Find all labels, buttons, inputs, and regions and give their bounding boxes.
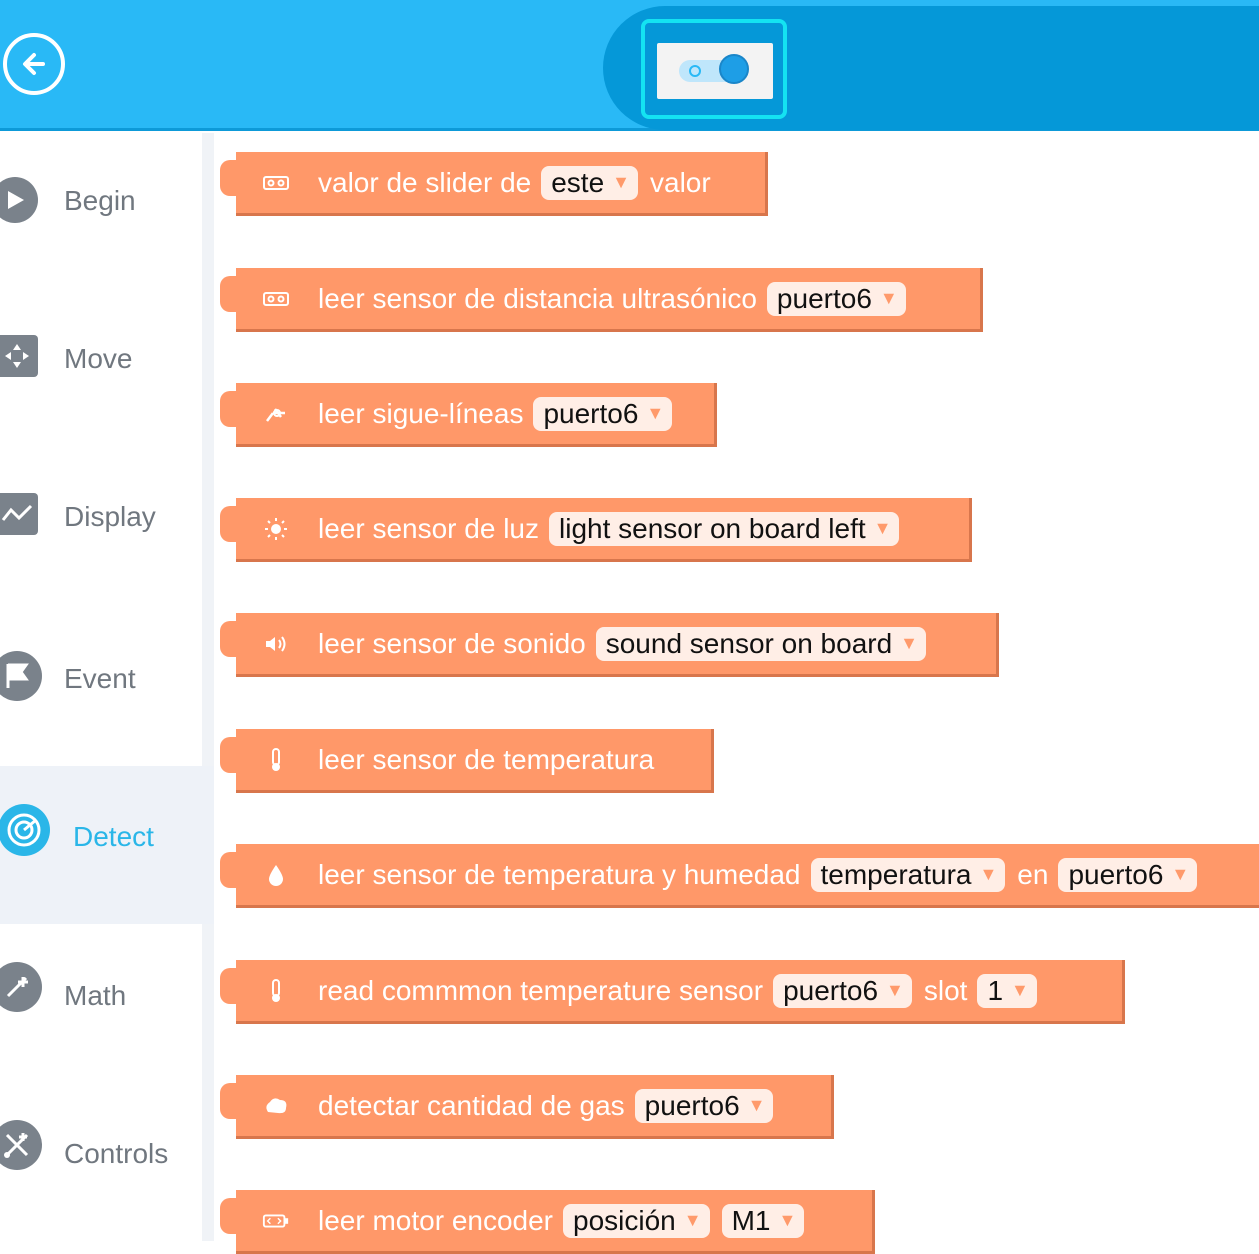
category-label: Move: [64, 343, 133, 374]
slider-dropdown[interactable]: este ▼: [541, 165, 638, 200]
dropdown-value: posición: [573, 1204, 676, 1236]
block-text: leer sensor de temperatura y humedad: [318, 858, 801, 890]
category-move[interactable]: Move: [0, 291, 202, 449]
category-display[interactable]: Display: [0, 449, 202, 607]
controls-icon: [0, 1120, 42, 1170]
dropdown-value: M1: [731, 1204, 771, 1236]
dropdown-value: puerto6: [644, 1089, 740, 1121]
block-light-sensor[interactable]: leer sensor de luz light sensor on board…: [220, 498, 972, 562]
encoder-icon: [262, 1207, 290, 1235]
dropdown-arrow-icon: ▼: [900, 633, 918, 653]
category-math[interactable]: Math: [0, 924, 202, 1082]
flag-icon: [0, 651, 42, 701]
port-dropdown[interactable]: puerto6 ▼: [533, 396, 673, 431]
block-temp-humidity[interactable]: leer sensor de temperatura y humedad tem…: [220, 844, 1259, 908]
block-gas-sensor[interactable]: detectar cantidad de gas puerto6 ▼: [220, 1075, 834, 1139]
sound-sensor-dropdown[interactable]: sound sensor on board ▼: [595, 626, 926, 661]
slot-dropdown[interactable]: 1▼: [977, 973, 1037, 1008]
math-icon: [0, 962, 42, 1012]
dropdown-arrow-icon: ▼: [747, 1095, 766, 1115]
port-dropdown[interactable]: puerto6 ▼: [1058, 857, 1198, 892]
category-label: Event: [64, 663, 136, 694]
dropdown-arrow-icon: ▼: [612, 172, 630, 192]
thermometer-icon: [262, 977, 290, 1005]
block-text: detectar cantidad de gas: [318, 1089, 625, 1121]
block-text: valor: [650, 166, 711, 198]
measure-dropdown[interactable]: temperatura ▼: [810, 857, 1006, 892]
light-icon: [262, 515, 290, 543]
category-controls[interactable]: Controls: [0, 1082, 202, 1240]
sidebar-separator: [202, 133, 214, 1241]
sound-icon: [262, 630, 290, 658]
category-event[interactable]: Event: [0, 607, 202, 765]
category-label: Detect: [73, 821, 154, 852]
line-follower-icon: [262, 400, 290, 428]
dropdown-arrow-icon: ▼: [1011, 980, 1029, 1000]
block-sound-sensor[interactable]: leer sensor de sonido sound sensor on bo…: [220, 613, 999, 677]
block-text: read commmon temperature sensor: [318, 974, 764, 1006]
toggle-knob[interactable]: [719, 54, 749, 84]
category-begin[interactable]: Begin: [0, 133, 202, 291]
dropdown-value: light sensor on board left: [559, 512, 866, 544]
dropdown-arrow-icon: ▼: [873, 518, 892, 538]
radar-icon: [0, 804, 50, 856]
slider-sensor-icon: [262, 169, 290, 197]
dropdown-arrow-icon: ▼: [886, 980, 904, 1000]
gas-icon: [262, 1092, 290, 1120]
block-text: leer sigue-líneas: [318, 397, 524, 429]
dropdown-value: este: [551, 166, 605, 198]
dropdown-arrow-icon: ▼: [683, 1210, 702, 1230]
block-text: leer motor encoder: [318, 1204, 554, 1236]
dropdown-arrow-icon: ▼: [979, 864, 998, 884]
dropdown-arrow-icon: ▼: [646, 403, 665, 423]
back-arrow-icon: [23, 53, 45, 75]
block-line-follower[interactable]: leer sigue-líneas puerto6 ▼: [220, 383, 717, 447]
block-palette: valor de slider de este ▼ valor leer sens…: [214, 133, 1259, 1254]
port-dropdown[interactable]: puerto6 ▼: [634, 1088, 774, 1123]
ultrasonic-icon: [262, 285, 290, 313]
chart-line-icon: [0, 493, 38, 535]
motor-dropdown[interactable]: M1 ▼: [721, 1203, 805, 1238]
block-text: leer sensor de distancia ultrasónico: [318, 282, 757, 314]
dropdown-value: puerto6: [1068, 858, 1164, 890]
block-temperature[interactable]: leer sensor de temperatura: [220, 729, 714, 793]
dropdown-arrow-icon: ▼: [879, 288, 898, 308]
block-text: leer sensor de temperatura: [318, 743, 655, 775]
block-text: valor de slider de: [318, 166, 532, 198]
encoder-mode-dropdown[interactable]: posición ▼: [563, 1203, 710, 1238]
category-label: Begin: [64, 185, 136, 216]
category-label: Controls: [64, 1138, 169, 1169]
block-ultrasonic[interactable]: leer sensor de distancia ultrasónico pue…: [220, 268, 983, 332]
block-slider-value[interactable]: valor de slider de este ▼ valor: [220, 152, 768, 216]
humidity-icon: [262, 861, 290, 889]
header-divider: [0, 128, 1259, 131]
mode-toggle-button[interactable]: [641, 19, 787, 119]
back-button[interactable]: [3, 33, 65, 95]
dropdown-value: puerto6: [776, 282, 872, 314]
dropdown-value: sound sensor on board: [605, 627, 893, 659]
play-icon: [0, 177, 38, 223]
port-dropdown[interactable]: puerto6 ▼: [766, 281, 906, 316]
dropdown-value: puerto6: [543, 397, 639, 429]
toggle-card: [657, 43, 773, 99]
dropdown-value: puerto6: [783, 974, 879, 1006]
block-text: leer sensor de sonido: [318, 627, 586, 659]
block-common-temperature[interactable]: read commmon temperature sensor puerto6 ▼…: [220, 960, 1125, 1024]
category-detect[interactable]: Detect: [0, 766, 214, 924]
dpad-icon: [0, 335, 38, 377]
dropdown-arrow-icon: ▼: [1171, 864, 1190, 884]
block-text: en: [1017, 858, 1049, 890]
category-label: Display: [64, 501, 156, 532]
toggle-off-indicator: [689, 65, 701, 77]
category-label: Math: [64, 980, 127, 1011]
block-text: leer sensor de luz: [318, 512, 540, 544]
light-sensor-dropdown[interactable]: light sensor on board left ▼: [549, 511, 900, 546]
block-motor-encoder[interactable]: leer motor encoder posición ▼ M1 ▼: [220, 1190, 875, 1254]
dropdown-value: 1: [987, 974, 1004, 1006]
dropdown-arrow-icon: ▼: [778, 1210, 797, 1230]
block-text: slot: [923, 974, 968, 1006]
port-dropdown[interactable]: puerto6 ▼: [773, 973, 912, 1008]
dropdown-value: temperatura: [820, 858, 972, 890]
thermometer-icon: [262, 746, 290, 774]
